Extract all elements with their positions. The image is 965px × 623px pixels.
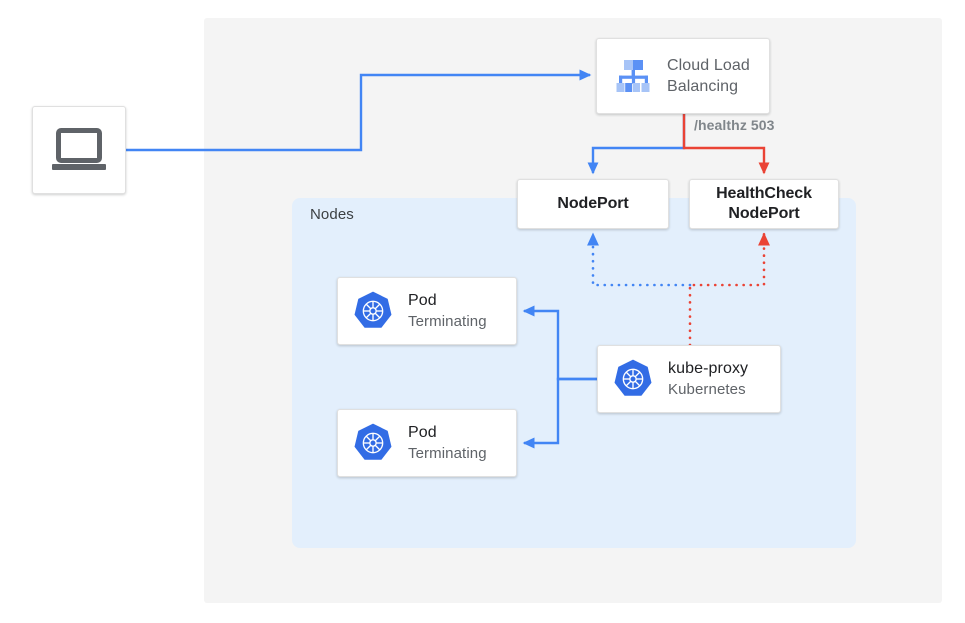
pod-title-2: Pod <box>408 423 437 441</box>
pod-node-2[interactable]: Pod Terminating <box>337 409 517 477</box>
kube-proxy-text: kube-proxy Kubernetes <box>668 359 748 399</box>
cloud-load-balancing-label: Cloud Load Balancing <box>667 55 750 97</box>
nodes-panel-label: Nodes <box>310 206 354 223</box>
nodeport-label: NodePort <box>557 194 629 212</box>
kubernetes-icon <box>352 290 394 332</box>
pod-title-1: Pod <box>408 291 437 309</box>
kubernetes-icon <box>352 422 394 464</box>
kube-proxy-node[interactable]: kube-proxy Kubernetes <box>597 345 781 413</box>
pod-status-1: Terminating <box>408 312 487 330</box>
laptop-icon <box>51 128 107 172</box>
kube-proxy-title: kube-proxy <box>668 359 749 377</box>
kubernetes-icon <box>612 358 654 400</box>
client-node[interactable] <box>32 106 126 194</box>
healthcheck-nodeport-line-2: NodePort <box>728 205 800 222</box>
cloud-load-balancing-line-2: Balancing <box>667 78 739 95</box>
healthcheck-nodeport-line-1: HealthCheck <box>716 184 812 202</box>
healthcheck-nodeport-label: HealthCheck NodePort <box>716 184 812 225</box>
healthz-edge-label: /healthz 503 <box>694 117 775 133</box>
cloud-load-balancing-line-1: Cloud Load <box>667 56 750 74</box>
cloud-load-balancing-icon <box>611 54 655 98</box>
cloud-load-balancing-node[interactable]: Cloud Load Balancing <box>596 38 770 114</box>
healthcheck-nodeport-node[interactable]: HealthCheck NodePort <box>689 179 839 229</box>
kube-proxy-subtitle: Kubernetes <box>668 380 746 398</box>
pod-status-2: Terminating <box>408 444 487 462</box>
pod-text-2: Pod Terminating <box>408 423 487 463</box>
pod-node-1[interactable]: Pod Terminating <box>337 277 517 345</box>
pod-text-1: Pod Terminating <box>408 291 487 331</box>
nodeport-node[interactable]: NodePort <box>517 179 669 229</box>
